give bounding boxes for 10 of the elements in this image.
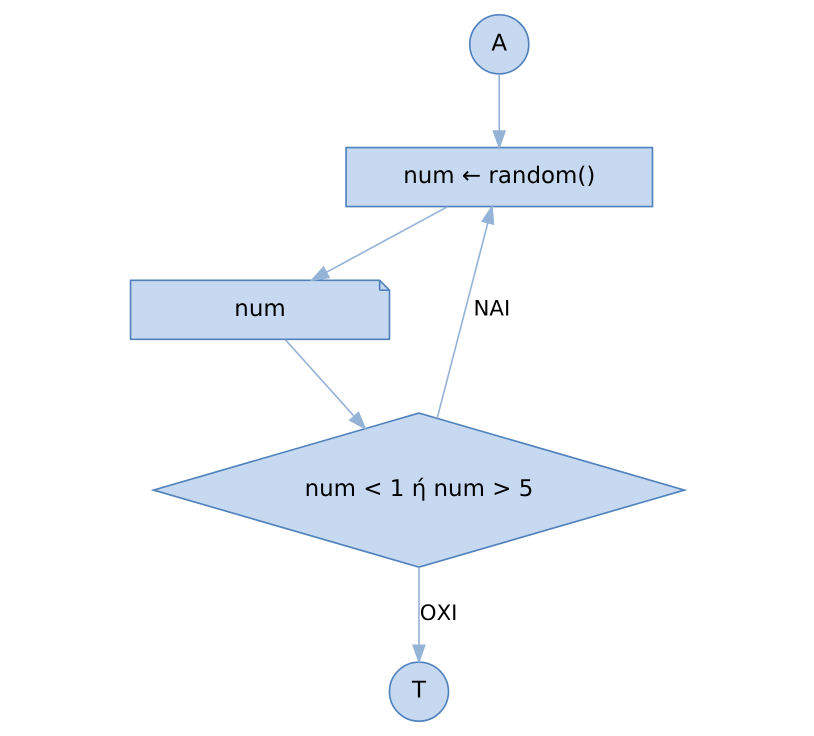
arrow <box>492 74 506 150</box>
node-box: num ← random() <box>344 146 653 208</box>
arrow <box>309 206 448 282</box>
edge-label: ΟΧΙ <box>419 601 457 626</box>
node-circle: A <box>468 14 530 75</box>
node-circle: T <box>388 661 449 722</box>
arrow <box>436 204 494 418</box>
arrow <box>284 339 366 430</box>
edge-label: ΝΑΙ <box>473 296 510 322</box>
arrow <box>412 567 426 664</box>
